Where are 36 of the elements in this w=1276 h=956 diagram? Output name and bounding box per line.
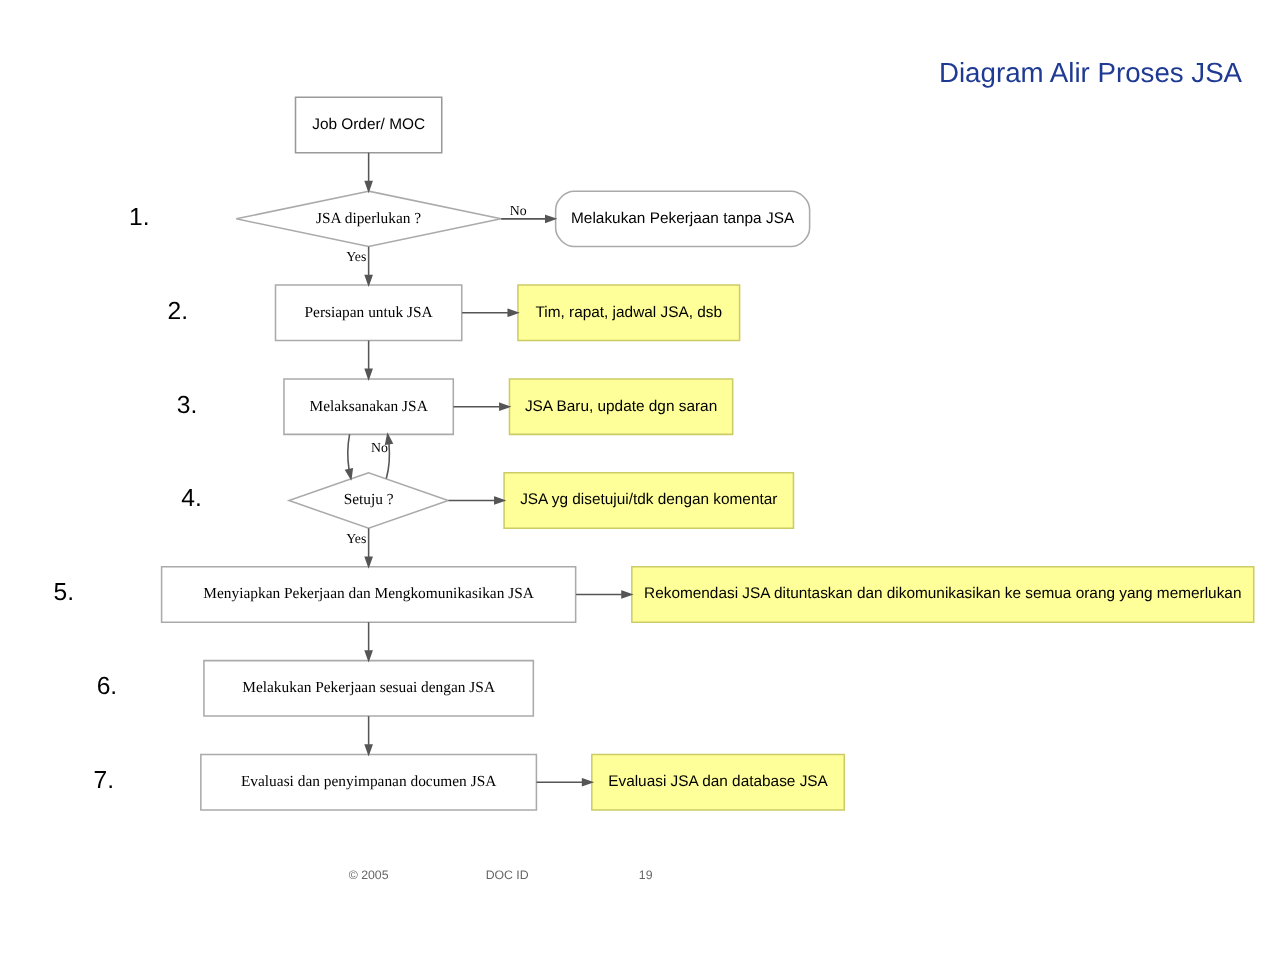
- arrow: [364, 620, 373, 662]
- node-diamond: JSA diperlukan ?: [235, 189, 502, 247]
- node-diamond: Setuju ?: [286, 471, 451, 529]
- node-box: Job Order/ MOC: [294, 95, 443, 153]
- node-label: 2.: [167, 295, 189, 324]
- node-box: Rekomendasi JSA dituntaskan dan dikomunikasikan ke semua orang yang memerlukan: [631, 564, 1255, 622]
- arrow: [461, 307, 520, 317]
- node-label: 6.: [96, 671, 118, 700]
- node-label: 4.: [181, 483, 202, 512]
- node-box: Evaluasi dan penyimpanan documen JSA: [200, 752, 538, 810]
- arrow: [364, 151, 373, 193]
- arrow: [447, 495, 507, 504]
- arrow: [364, 244, 373, 287]
- arrow: [364, 338, 373, 380]
- node-label: 5.: [53, 577, 75, 606]
- node-box: Melakukan Pekerjaan tanpa JSA: [554, 189, 811, 247]
- arrow: [384, 431, 394, 479]
- node-box: Evaluasi JSA dan database JSA: [591, 752, 846, 810]
- node-box: Tim, rapat, jadwal JSA, dsb: [517, 283, 741, 341]
- node-label: 3.: [176, 389, 198, 418]
- node-label: 7.: [93, 765, 115, 794]
- node-box: Melaksanakan JSA: [283, 377, 455, 435]
- node-box: Melakukan Pekerjaan sesuai dengan JSA: [203, 658, 535, 716]
- arrow: [575, 589, 634, 598]
- node-box: Menyiapkan Pekerjaan dan Mengkomunikasikan JSA: [160, 564, 577, 622]
- arrow: [500, 213, 558, 223]
- node-box: JSA yg disetujui/tdk dengan komentar: [503, 471, 795, 529]
- arrow: [452, 401, 512, 410]
- arrow: [344, 432, 354, 480]
- node-box: JSA Baru, update dgn saran: [508, 377, 734, 435]
- arrow: [364, 526, 373, 568]
- arrow: [364, 714, 373, 756]
- node-box: Persiapan untuk JSA: [274, 283, 463, 341]
- diagram-title: Diagram Alir Proses JSA: [938, 55, 1243, 88]
- node-label: 1.: [129, 201, 150, 230]
- arrow: [535, 776, 595, 786]
